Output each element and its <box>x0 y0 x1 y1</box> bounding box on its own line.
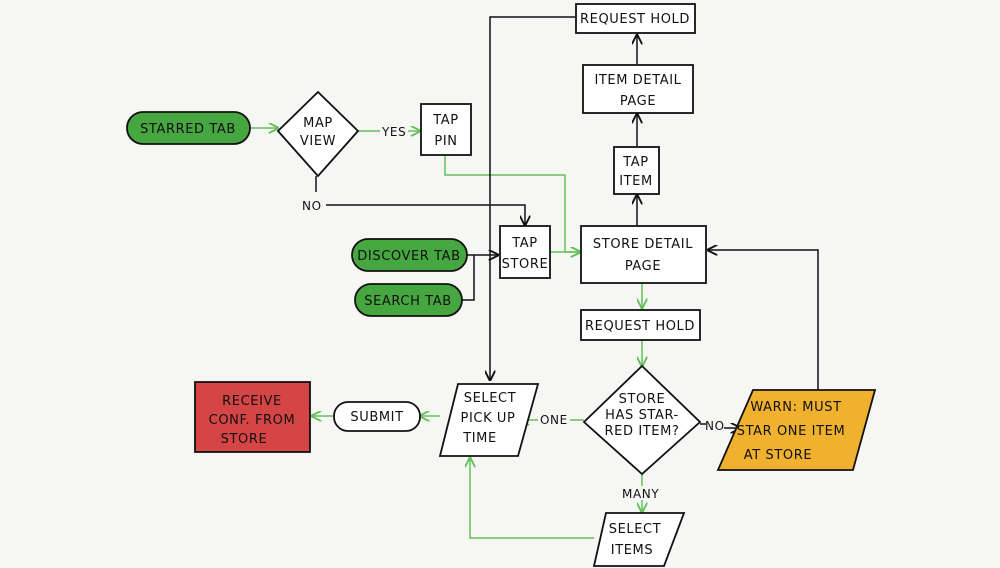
edge-warn-to-storedetail <box>708 250 819 390</box>
edge-mapview-no-to-tapstore <box>326 204 525 225</box>
tap-store-box: TAP STORE <box>499 225 551 279</box>
store-has-starred-label-1: STORE <box>619 392 666 407</box>
edge-label-many: MANY <box>622 487 659 501</box>
submit-terminal: SUBMIT <box>333 401 421 432</box>
tap-pin-box: TAP PIN <box>420 103 472 156</box>
store-detail-label-1: STORE DETAIL <box>593 237 693 252</box>
item-detail-label-1: ITEM DETAIL <box>594 73 681 88</box>
item-detail-label-2: PAGE <box>620 94 656 109</box>
map-view-label-1: MAP <box>303 116 333 131</box>
warn-label-2: STAR ONE ITEM <box>737 424 846 439</box>
store-has-starred-label-2: HAS STAR- <box>605 408 679 423</box>
edge-label-one: ONE <box>540 413 568 427</box>
request-hold-mid-box: REQUEST HOLD <box>580 309 701 341</box>
store-has-starred-label-3: RED ITEM? <box>605 424 680 439</box>
tap-store-label-1: TAP <box>511 236 537 251</box>
select-items-parallelogram: SELECT ITEMS <box>592 512 686 567</box>
pickup-label-1: SELECT <box>464 391 517 406</box>
receive-label-1: RECEIVE <box>222 394 282 409</box>
store-detail-label-2: PAGE <box>625 259 661 274</box>
select-items-label-2: ITEMS <box>611 543 653 558</box>
store-detail-page-box: STORE DETAIL PAGE <box>580 225 707 284</box>
request-hold-mid-label: REQUEST HOLD <box>585 319 695 334</box>
select-items-label-1: SELECT <box>609 522 662 537</box>
search-tab-label: SEARCH TAB <box>364 294 451 309</box>
tap-pin-label-1: TAP <box>432 113 458 128</box>
map-view-decision: MAP VIEW <box>276 90 360 178</box>
warn-label-1: WARN: MUST <box>750 400 841 415</box>
search-tab-terminal: SEARCH TAB <box>354 283 463 317</box>
tap-item-label-1: TAP <box>622 155 648 170</box>
tap-store-label-2: STORE <box>502 257 549 272</box>
edge-label-yes: YES <box>381 125 406 139</box>
store-has-starred-decision: STORE HAS STAR- RED ITEM? <box>582 364 702 476</box>
receive-label-3: STORE <box>221 432 268 447</box>
edge-search-to-tapstore <box>462 255 475 301</box>
edge-label-no-map: NO <box>302 199 322 213</box>
edge-requesthold-to-pickup <box>490 16 575 380</box>
receive-conf-box: RECEIVE CONF. FROM STORE <box>194 381 311 453</box>
starred-tab-label: STARRED TAB <box>140 122 236 137</box>
pickup-label-3: TIME <box>462 431 497 446</box>
tap-item-box: TAP ITEM <box>613 146 660 195</box>
pickup-label-2: PICK UP <box>461 411 516 426</box>
tap-item-label-2: ITEM <box>619 174 653 189</box>
edge-items-to-pickup <box>470 458 594 539</box>
select-pick-up-time-parallelogram: SELECT PICK UP TIME <box>438 383 540 457</box>
request-hold-top-box: REQUEST HOLD <box>575 3 696 34</box>
edge-label-no-store: NO <box>705 419 725 433</box>
submit-label: SUBMIT <box>350 410 403 425</box>
receive-label-2: CONF. FROM <box>209 413 296 428</box>
starred-tab-terminal: STARRED TAB <box>126 111 251 145</box>
discover-tab-label: DISCOVER TAB <box>357 249 460 264</box>
discover-tab-terminal: DISCOVER TAB <box>351 238 468 272</box>
map-view-label-2: VIEW <box>300 134 336 149</box>
request-hold-top-label: REQUEST HOLD <box>580 12 690 27</box>
warn-parallelogram: WARN: MUST STAR ONE ITEM AT STORE <box>716 389 877 471</box>
tap-pin-label-2: PIN <box>434 134 457 149</box>
warn-label-3: AT STORE <box>744 448 812 463</box>
item-detail-page-box: ITEM DETAIL PAGE <box>582 64 694 114</box>
